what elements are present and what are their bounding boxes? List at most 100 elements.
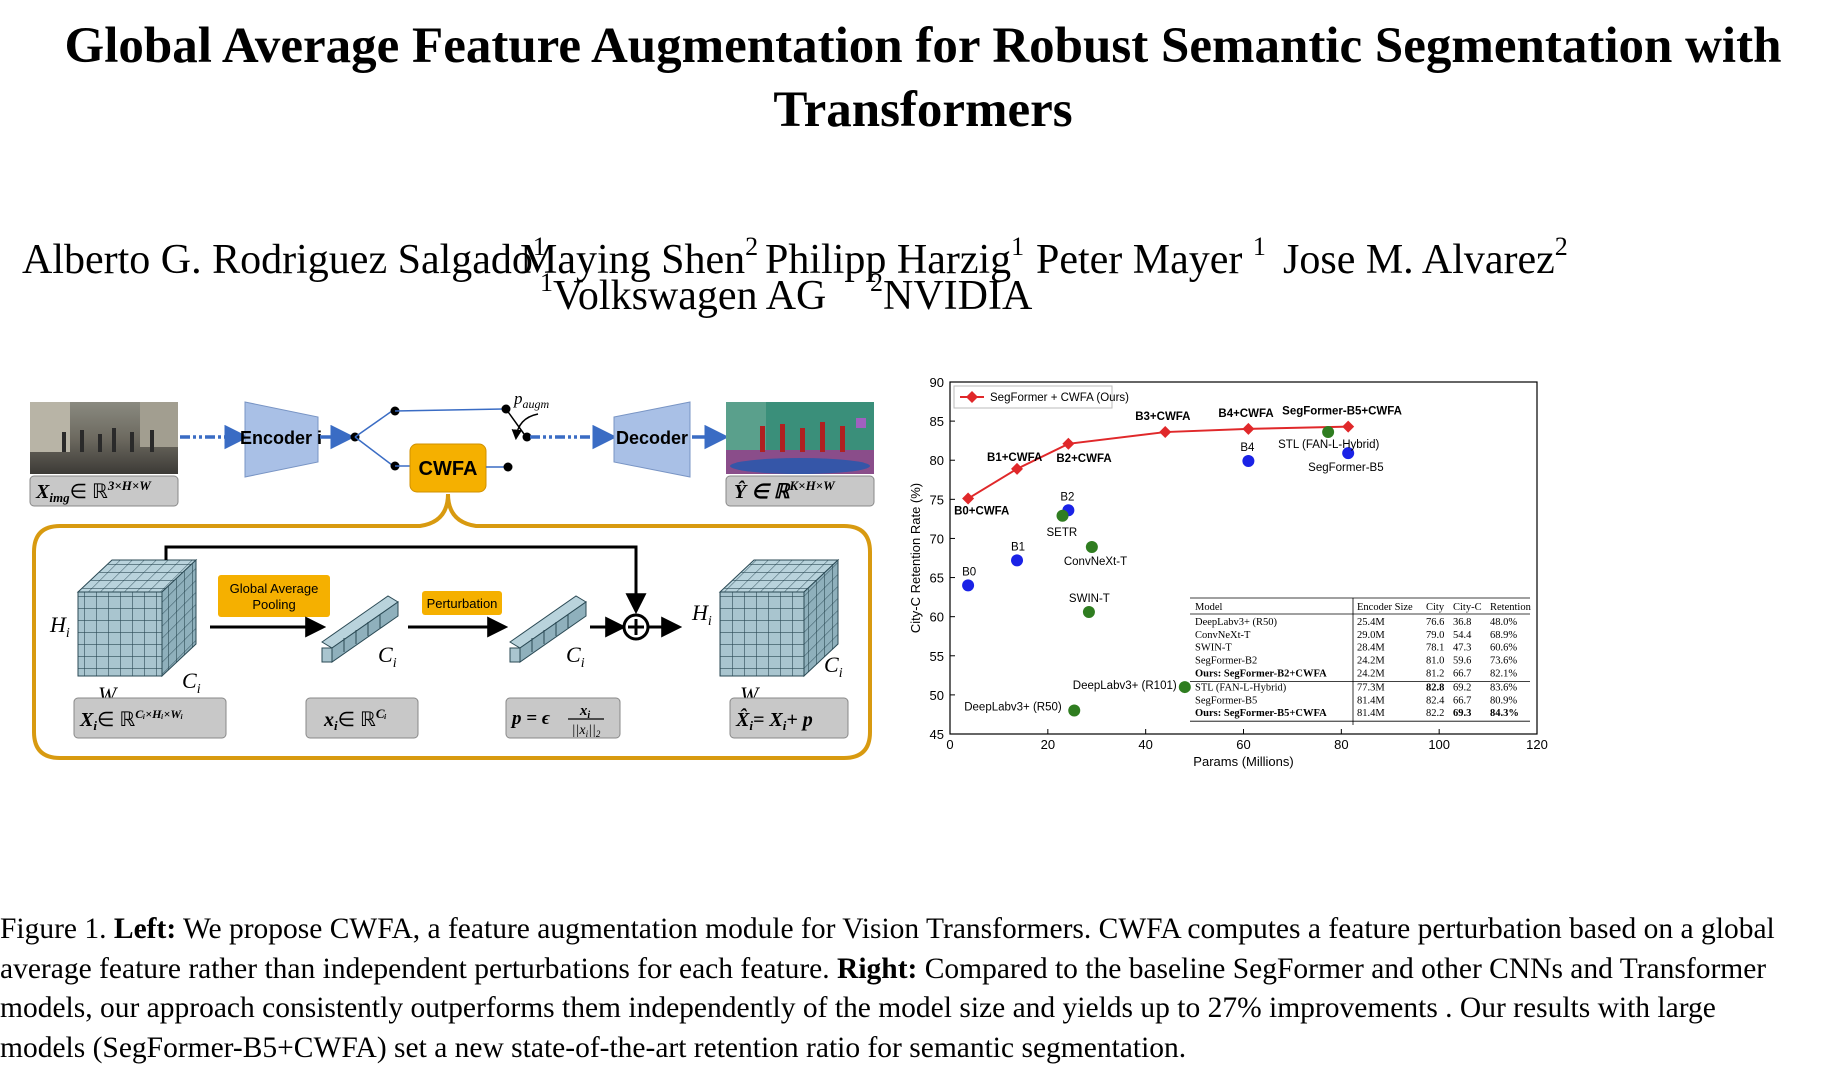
ours-series-line: [967, 425, 1349, 500]
table-cell: 81.0: [1426, 656, 1444, 667]
table-cell: 68.9%: [1490, 630, 1517, 641]
y-axis-label: City-C Retention Rate (%): [908, 483, 923, 633]
x-tick-label: 20: [1041, 737, 1055, 752]
x-tick-label: 80: [1334, 737, 1348, 752]
table-cell: 76.6: [1426, 617, 1444, 628]
chart-legend: SegFormer + CWFA (Ours): [953, 385, 1129, 409]
ours-point: [1159, 426, 1172, 439]
x-tick-label: 0: [946, 737, 953, 752]
ours-point: [1062, 437, 1075, 450]
ours-point: [1242, 422, 1255, 435]
y-tick-label: 50: [930, 688, 944, 703]
table-cell: 82.2: [1426, 708, 1444, 719]
author-name: Jose M. Alvarez: [1283, 237, 1555, 283]
table-cell: SegFormer-B2: [1195, 656, 1257, 667]
affiliation-name: Volkswagen AG: [553, 273, 827, 319]
caption-figure-number: Figure 1.: [0, 913, 107, 945]
ours-point: [1011, 462, 1024, 475]
table-cell: DeepLabv3+ (R50): [1195, 617, 1278, 628]
point-label: SWIN-T: [1069, 593, 1110, 605]
table-cell: 82.8: [1426, 682, 1444, 693]
author: Peter Mayer 1: [1036, 222, 1266, 285]
vector-c-label: Ci: [378, 642, 397, 671]
point-label: B0+CWFA: [954, 506, 1009, 518]
dim-c-label: Ci: [824, 652, 843, 681]
paper-title-text: Global Average Feature Augmentation for …: [64, 18, 1782, 138]
y-tick-label: 75: [930, 492, 944, 507]
gap-label: Pooling: [252, 597, 295, 612]
point-label: B4: [1240, 442, 1255, 454]
legend-box: [953, 385, 1113, 409]
cwfa-label: CWFA: [419, 458, 478, 480]
table-cell: Ours: SegFormer-B5+CWFA: [1195, 708, 1327, 719]
table-header: City: [1426, 602, 1445, 613]
table-header: Retention: [1490, 602, 1532, 613]
affiliation: 2NVIDIA: [870, 268, 1032, 320]
affiliation-number: 2: [870, 268, 883, 297]
table-cell: 69.2: [1453, 682, 1471, 693]
table-cell: 54.4: [1453, 630, 1472, 641]
table-cell: 25.4M: [1357, 617, 1385, 628]
y-tick-label: 55: [930, 649, 944, 664]
table-cell: 29.0M: [1357, 630, 1385, 641]
author: Maying Shen2: [520, 222, 758, 285]
dim-h-label: Hi: [691, 600, 712, 629]
switch-line: [505, 408, 525, 435]
add-operator-icon: [622, 613, 650, 641]
point-label: SegFormer-B5+CWFA: [1282, 406, 1402, 418]
dim-c-label: Ci: [182, 668, 201, 697]
pooled-vector: [321, 595, 399, 663]
author-name: Philipp Harzig: [765, 237, 1012, 283]
table-cell: 84.3%: [1490, 708, 1519, 719]
baseline-point: [1322, 426, 1335, 439]
table-cell: 66.7: [1453, 669, 1471, 680]
table-cell: 24.2M: [1357, 669, 1385, 680]
table-cell: STL (FAN-L-Hybrid): [1195, 682, 1287, 693]
table-header: Model: [1195, 602, 1222, 613]
author-affiliation-mark: 1: [532, 232, 546, 261]
perturbation-label: Perturbation: [427, 596, 498, 611]
segformer-point: [1011, 554, 1024, 567]
author-affiliation-mark: 2: [745, 232, 759, 261]
table-cell: 48.0%: [1490, 617, 1517, 628]
y-tick-label: 85: [930, 414, 944, 429]
x-axis-label: Params (Millions): [1193, 754, 1293, 769]
point-label: B1+CWFA: [987, 452, 1042, 464]
table-cell: 69.3: [1453, 708, 1471, 719]
table-cell: 47.3: [1453, 643, 1471, 654]
switch-arrow: [511, 413, 539, 441]
table-cell: 81.2: [1426, 669, 1444, 680]
table-cell: 73.6%: [1490, 656, 1517, 667]
gap-block: [218, 575, 330, 617]
output-formula: X̂i= Xi+ p: [735, 707, 813, 733]
x-tick-label: 120: [1526, 737, 1548, 752]
dim-h-label: Hi: [49, 612, 70, 641]
branch-line: [354, 410, 393, 438]
segformer-point: [1242, 455, 1255, 468]
feature-label: Xi∈ ℝCᵢ×Hᵢ×Wᵢ: [79, 707, 183, 733]
table-header: City-C: [1453, 602, 1482, 613]
perturbation-formula-num: xi: [579, 703, 591, 721]
perturbation-formula-den: ||xi||2: [572, 723, 601, 739]
baseline-point: [1085, 541, 1098, 554]
feature-label-box: [73, 697, 227, 739]
table-cell: 82.1%: [1490, 669, 1517, 680]
table-cell: ConvNeXt-T: [1195, 630, 1251, 641]
figure-caption: Figure 1. Left: We propose CWFA, a featu…: [0, 910, 1780, 1068]
perturbation-vector: [509, 595, 587, 663]
author-name: Maying Shen: [520, 237, 746, 283]
table-cell: SegFormer-B5: [1195, 695, 1257, 706]
caption-right-text: Compared to the baseline SegFormer and o…: [0, 952, 1767, 1064]
output-label: Ŷ ∈ ℝK×H×W: [734, 478, 836, 503]
table-cell: 78.1: [1426, 643, 1444, 654]
x-tick-label: 40: [1138, 737, 1152, 752]
cwfa-detail-frame: [32, 493, 872, 760]
table-cell: 79.0: [1426, 630, 1444, 641]
vector-label-box: [305, 697, 419, 739]
point-label: B0: [962, 566, 976, 578]
affiliation: 1Volkswagen AG: [540, 268, 826, 320]
output-formula-box: [729, 697, 849, 739]
output-feature-cube: [718, 558, 840, 678]
